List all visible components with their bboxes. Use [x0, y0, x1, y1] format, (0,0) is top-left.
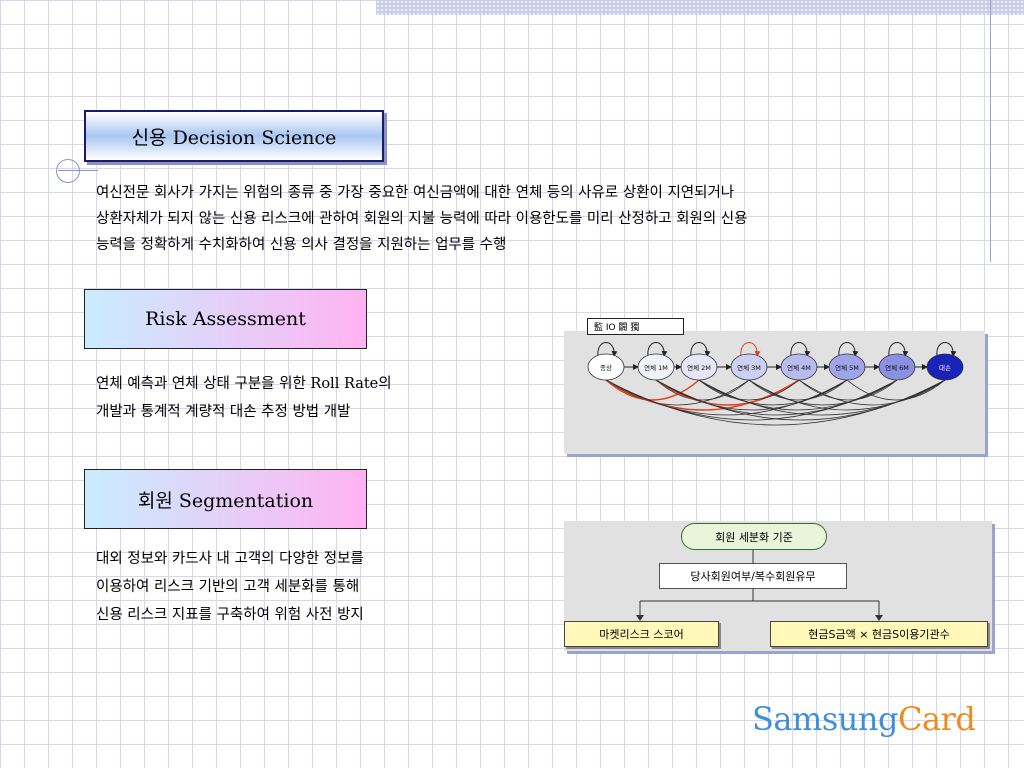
roll-rate-diagram: 종상 연체 1M 연체 2M 연체 3M 연체 4M 연체 5M 연체 6M 대손	[564, 331, 985, 454]
state-node	[780, 353, 818, 381]
state-node	[637, 353, 675, 381]
roll-rate-header-label: 監 IO 闢 獨	[594, 323, 640, 333]
transition-arc	[748, 379, 898, 406]
state-node	[587, 353, 625, 381]
segmentation-left-label: 마켓리스크 스코어	[599, 628, 684, 641]
segmentation-middle-label: 당사회원여부/복수회원유무	[690, 570, 816, 583]
transition-arc	[748, 379, 848, 401]
transition-arc	[698, 379, 800, 401]
segmentation-diagram: 회원 세분화 기준 당사회원여부/복수회원유무 마켓리스크 스코어 현금S금액 …	[564, 521, 992, 651]
intro-line: 여신전문 회사가 가지는 위험의 종류 중 가장 중요한 여신금액에 대한 연체…	[96, 185, 735, 201]
segmentation-right-label: 현금S금액 × 현금S이용기관수	[808, 628, 950, 641]
decorative-vertical-line	[990, 0, 991, 262]
self-loop-arrow	[790, 342, 811, 357]
segmentation-heading: 회원 Segmentation	[84, 469, 367, 529]
risk-paragraph: 연체 예측과 연체 상태 구분을 위한 Roll Rate의 개발과 통계적 계…	[96, 370, 392, 426]
intro-paragraph: 여신전문 회사가 가지는 위험의 종류 중 가장 중요한 여신금액에 대한 연체…	[96, 180, 747, 258]
state-label: 연체 1M	[644, 364, 668, 372]
transition-arc	[748, 379, 946, 411]
transition-arc	[698, 379, 848, 406]
state-node	[878, 353, 916, 381]
segmentation-root-node: 회원 세분화 기준	[681, 523, 827, 550]
transition-arc	[655, 379, 848, 411]
self-loop-arrow	[690, 342, 711, 357]
state-node	[828, 353, 866, 381]
page-title: 신용 Decision Science	[84, 110, 384, 162]
state-node	[680, 353, 718, 381]
self-loop-arrow	[597, 342, 618, 357]
state-label: 대손	[939, 364, 951, 372]
self-loop-arrow	[936, 342, 957, 357]
brand-logo-part2: Card	[897, 700, 976, 738]
risk-assessment-heading: Risk Assessment	[84, 289, 367, 349]
state-label: 연체 4M	[787, 364, 811, 372]
top-decorative-band	[376, 0, 1024, 15]
brand-logo: SamsungCard	[752, 700, 976, 738]
state-node	[730, 353, 768, 381]
risk-line: 연체 예측과 연체 상태 구분을 위한 Roll Rate의	[96, 376, 392, 392]
segment-line: 신용 리스크 지표를 구축하여 위험 사전 방지	[96, 607, 364, 623]
self-loop-arrow	[740, 342, 761, 357]
segmentation-middle-node: 당사회원여부/복수회원유무	[659, 563, 847, 589]
roll-rate-header: 監 IO 闢 獨	[587, 318, 684, 335]
state-label: 종상	[600, 363, 612, 372]
risk-line: 개발과 통계적 계량적 대손 추정 방법 개발	[96, 404, 351, 420]
segment-line: 이용하여 리스크 기반의 고객 세분화를 통해	[96, 579, 360, 595]
brand-logo-part1: Samsung	[752, 700, 898, 738]
segmentation-left-node: 마켓리스크 스코어	[564, 621, 719, 647]
transition-arc	[655, 379, 750, 401]
state-label: 연체 5M	[835, 364, 859, 372]
decorative-circle	[56, 159, 80, 183]
intro-line: 능력을 정확하게 수치화하여 신용 의사 결정을 지원하는 업무를 수행	[96, 237, 507, 253]
transition-arc	[846, 379, 946, 401]
risk-assessment-title: Risk Assessment	[145, 308, 306, 330]
segmentation-root-label: 회원 세분화 기준	[715, 530, 793, 544]
state-label: 연체 3M	[737, 364, 761, 372]
segmentation-title: 회원 Segmentation	[137, 489, 314, 512]
segmentation-paragraph: 대외 정보와 카드사 내 고객의 다양한 정보를 이용하여 리스크 기반의 고객…	[96, 545, 364, 629]
transition-arc	[655, 379, 800, 406]
segmentation-right-node: 현금S금액 × 현금S이용기관수	[770, 621, 988, 647]
transition-arc	[605, 379, 700, 401]
decorative-horizontal-line	[58, 170, 98, 171]
transition-arc	[798, 379, 898, 401]
self-loop-arrow	[838, 342, 859, 357]
state-label: 연체 6M	[885, 364, 909, 372]
segment-line: 대외 정보와 카드사 내 고객의 다양한 정보를	[96, 551, 364, 567]
transition-arc	[698, 379, 946, 416]
page-title-text: 신용 Decision Science	[131, 126, 337, 149]
self-loop-arrow	[647, 342, 668, 357]
state-node	[926, 353, 964, 381]
intro-line: 상환자체가 되지 않는 신용 리스크에 관하여 회원의 지불 능력에 따라 이용…	[96, 211, 748, 227]
segmentation-connectors	[636, 550, 883, 621]
transition-arc	[798, 379, 946, 406]
state-label: 연체 2M	[687, 364, 711, 372]
roll-rate-svg: 종상 연체 1M 연체 2M 연체 3M 연체 4M 연체 5M 연체 6M 대손	[587, 342, 964, 426]
self-loop-arrow	[888, 342, 909, 357]
